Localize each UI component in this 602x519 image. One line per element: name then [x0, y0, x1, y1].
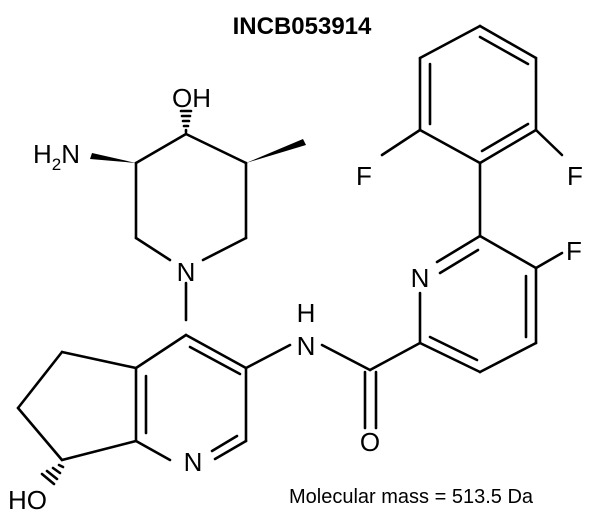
hash-line [45, 469, 59, 481]
hash-line [57, 463, 65, 469]
bond [478, 128, 538, 165]
difluorophenyl-ring [380, 24, 564, 165]
atom-h2n-subscript: 2 [52, 155, 61, 174]
atom-ho-bottom: HO [8, 485, 47, 515]
atom-o-carbonyl: O [360, 427, 380, 457]
atom-n-amide: N [297, 331, 316, 361]
fluoropyridine-ring [418, 234, 564, 374]
atom-h2n: H2N [33, 139, 80, 174]
bicyclic-ring [16, 333, 248, 486]
hash-line [40, 472, 56, 486]
hashed-bond-oh [179, 109, 193, 134]
atom-h2n-h: H [33, 139, 52, 169]
atom-f-right: F [567, 161, 583, 191]
bond [16, 350, 64, 410]
atom-n-piperidine: N [177, 257, 196, 287]
atom-n-pyridine-left: N [184, 447, 203, 477]
compound-title: INCB053914 [233, 13, 372, 40]
bond [213, 439, 248, 461]
bond [418, 24, 482, 60]
atom-h-amide: H [297, 298, 316, 328]
atom-f-left: F [356, 161, 372, 191]
bond [478, 234, 538, 270]
bond-c-f [534, 251, 564, 270]
amide-linker [244, 341, 422, 430]
wedge-bond-nh2 [90, 153, 136, 163]
bond [134, 439, 172, 462]
bond [134, 236, 172, 262]
bond [435, 234, 482, 264]
piperidine-ring [90, 109, 306, 262]
bond [478, 341, 538, 374]
bond-double [210, 434, 239, 453]
bond [201, 236, 248, 262]
hashed-bond-ho [40, 463, 65, 486]
bond-double [478, 35, 530, 66]
bond [320, 343, 372, 372]
bond [368, 341, 422, 372]
bond [418, 128, 482, 165]
atom-oh-top: OH [172, 83, 211, 113]
atom-f-pyridine: F [566, 236, 582, 266]
atom-n-pyridine-right: N [411, 263, 430, 293]
bond [60, 439, 138, 462]
bond [244, 343, 292, 370]
bond [16, 406, 64, 462]
bond [478, 24, 538, 60]
bond-double [480, 122, 530, 153]
bond [184, 333, 248, 370]
bond-double [188, 345, 242, 376]
atom-h2n-n: N [61, 139, 80, 169]
wedge-bond-methyl [246, 139, 306, 163]
molecular-mass-label: Molecular mass = 513.5 Da [289, 486, 534, 508]
hash-line [51, 466, 62, 475]
bond-double [438, 248, 480, 275]
bond-double [428, 335, 479, 362]
bond [418, 341, 482, 374]
bond [134, 132, 188, 165]
bond-c-f [534, 128, 564, 157]
bond-c-f [380, 128, 422, 157]
bond [60, 350, 138, 370]
bond [134, 333, 188, 370]
bond [184, 132, 248, 165]
